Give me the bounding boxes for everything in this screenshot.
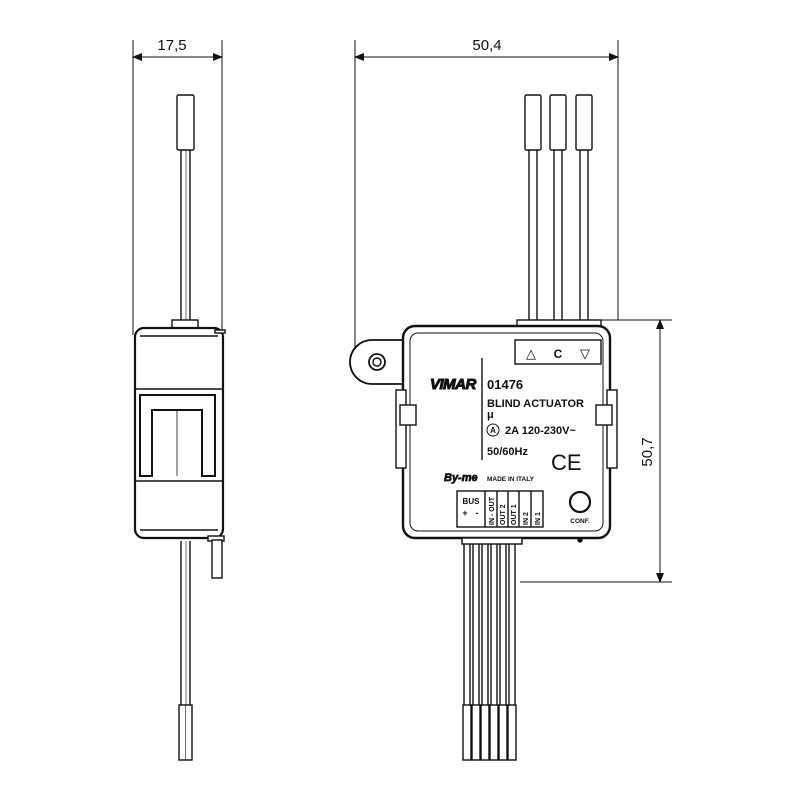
terminal-common-label: C bbox=[554, 347, 563, 361]
bus-title: BUS bbox=[463, 497, 481, 506]
dimension-height-front-label: 50,7 bbox=[639, 437, 656, 466]
terminal-label-in1: IN 1 bbox=[535, 512, 542, 525]
electrical-rating: 2A 120-230V~ bbox=[505, 425, 576, 437]
terminal-down-label: ▽ bbox=[580, 346, 590, 361]
bottom-lead-wire bbox=[462, 544, 472, 761]
product-name: BLIND ACTUATOR bbox=[487, 398, 584, 410]
dimension-width-side-label: 17,5 bbox=[157, 37, 186, 54]
side-housing bbox=[133, 326, 226, 542]
rating-symbol: A bbox=[490, 426, 496, 435]
rating-circle bbox=[486, 423, 500, 437]
bottom-lead-wire bbox=[471, 544, 481, 761]
product-label: VIMAR 01476 BLIND ACTUATOR μ A 2A 120-23… bbox=[430, 376, 590, 526]
front-view: 50,4 50,7 bbox=[349, 37, 672, 761]
bottom-lead-wire bbox=[480, 544, 490, 761]
ce-mark: CE bbox=[551, 450, 582, 475]
side-bottom-wire bbox=[178, 541, 193, 761]
bottom-lead-wire bbox=[489, 544, 499, 761]
terminal-label-out1: OUT 1 bbox=[511, 504, 518, 525]
micro-symbol: μ bbox=[487, 409, 494, 421]
front-top-wires bbox=[516, 94, 602, 329]
conf-button[interactable] bbox=[568, 490, 592, 514]
conf-label: CONF. bbox=[570, 518, 590, 525]
dimension-width-front-label: 50,4 bbox=[472, 37, 501, 54]
terminal-up-label: △ bbox=[526, 346, 536, 361]
bus-minus: - bbox=[476, 508, 479, 518]
side-view: 17,5 bbox=[132, 37, 226, 761]
product-code: 01476 bbox=[487, 377, 523, 392]
terminal-label-out2: OUT 2 bbox=[500, 504, 507, 525]
side-top-wire bbox=[171, 94, 199, 329]
bottom-lead-wire bbox=[498, 544, 508, 761]
bottom-lead-wire bbox=[507, 544, 517, 761]
frequency: 50/60Hz bbox=[487, 446, 528, 458]
dimension-width-side: 17,5 bbox=[132, 37, 223, 335]
front-bottom-wires bbox=[461, 537, 523, 761]
dimension-height-front: 50,7 bbox=[520, 319, 672, 583]
top-terminal-strip bbox=[514, 339, 602, 365]
mounting-ear bbox=[349, 339, 405, 385]
origin: MADE IN ITALY bbox=[487, 476, 535, 483]
brand-name: VIMAR bbox=[430, 376, 477, 393]
bus-plus: + bbox=[462, 508, 467, 518]
bottom-terminal-labels: BUS + - IN - OUT OUT 2 OUT 1 IN 2 IN 1 bbox=[462, 496, 542, 525]
system-name: By-me bbox=[444, 472, 478, 484]
bottom-terminal-block bbox=[456, 490, 544, 528]
top-terminal-labels: △ C ▽ bbox=[526, 346, 590, 361]
dimension-width-front: 50,4 bbox=[354, 37, 619, 362]
terminal-label-in-out: IN - OUT bbox=[489, 496, 496, 525]
side-clip bbox=[211, 539, 223, 579]
terminal-label-in2: IN 2 bbox=[523, 512, 530, 525]
